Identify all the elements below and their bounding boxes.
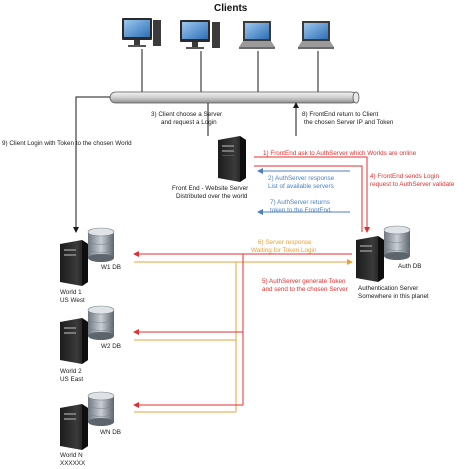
step8-label: 8) FrontEnd return to Client the chosen … (302, 111, 394, 126)
desktop-computer-icon (122, 18, 161, 47)
worldn-label: World N XXXXXX (60, 452, 86, 467)
w1-db-icon (87, 227, 115, 262)
step1-arrow (254, 156, 370, 233)
world2-label: World 2 US East (60, 368, 83, 383)
world1-server-icon (60, 240, 88, 286)
step4-label: 4) FrontEnd sends Login request to AuthS… (370, 173, 455, 188)
step9-label: 9) Client Login with Token to the chosen… (2, 140, 132, 147)
worldn-server-icon (60, 404, 88, 450)
laptop-icon (298, 21, 334, 49)
world2-server-icon (60, 318, 88, 364)
step5-label: 5) AuthServer generate Token and send to… (262, 278, 348, 293)
step2-label: 2) AuthServer response List of available… (268, 175, 336, 190)
step1-label: 1) FrontEnd ask to AuthServer which Worl… (263, 150, 417, 157)
laptop-icon (239, 21, 275, 49)
wn-db-label: WN DB (100, 429, 121, 436)
frontend-server-icon (218, 136, 246, 182)
w2-db-icon (87, 305, 115, 340)
step7-label: 7) AuthServer returns token to the Front… (270, 199, 332, 214)
wn-db-icon (87, 391, 115, 426)
auth-server-icon (356, 236, 384, 282)
frontend-label: Front End - Website Server Distributed o… (172, 185, 250, 200)
w2-db-label: W2 DB (101, 343, 121, 350)
w1-db-label: W1 DB (101, 264, 121, 271)
desktop-computer-icon (180, 20, 220, 49)
step3-label: 3) Client choose a Server and request a … (151, 111, 224, 126)
client-drop-lines (141, 49, 319, 92)
network-bus (109, 91, 360, 104)
auth-server-label: Authentication Server Somewhere in this … (358, 285, 429, 300)
auth-db-icon (383, 225, 411, 260)
step4-arrow (254, 165, 363, 232)
auth-db-label: Auth DB (398, 263, 421, 270)
diagram-title: Clients (214, 3, 248, 14)
world1-label: World 1 US West (60, 289, 85, 304)
step6-label: 6) Server response Waiting for Token Log… (251, 239, 317, 254)
step9-arrow (73, 96, 110, 233)
